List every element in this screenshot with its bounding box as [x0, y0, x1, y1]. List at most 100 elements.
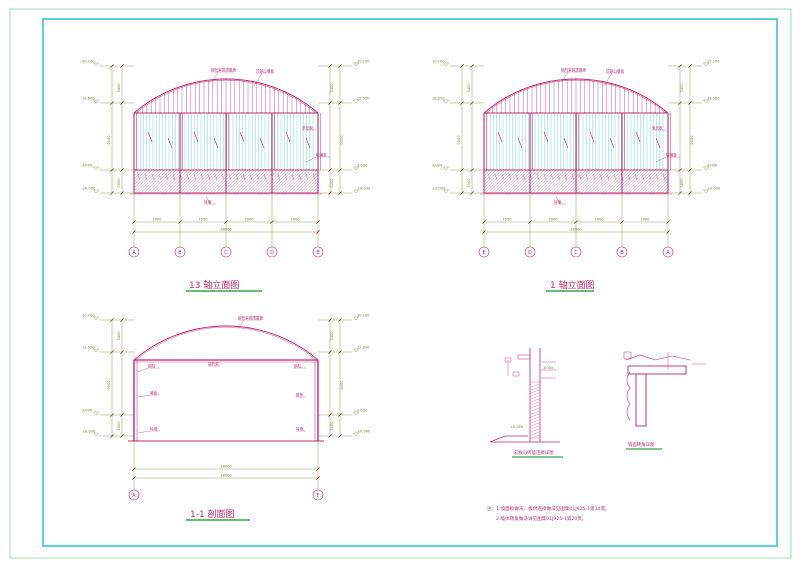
hatch-line — [200, 169, 225, 194]
leader — [655, 156, 667, 163]
dim-tick — [120, 168, 124, 172]
dim-tick — [338, 64, 342, 68]
dim-tick — [620, 220, 624, 224]
hatch-line — [532, 169, 557, 194]
hatch-dash — [312, 173, 316, 181]
hatch-line — [530, 422, 540, 427]
total-dim: 28000 — [570, 228, 582, 232]
dim-tick — [688, 101, 692, 105]
level-label: 10.100 — [82, 59, 95, 63]
hatch-dash — [599, 173, 603, 181]
leader — [561, 71, 569, 83]
hatch-dash — [165, 173, 169, 181]
dim-tick — [270, 220, 274, 224]
dim-tick — [110, 168, 114, 172]
hatch-line — [140, 169, 165, 194]
leader — [305, 156, 317, 163]
hatch-line — [529, 169, 554, 194]
hatch-line — [508, 169, 533, 194]
hatch-line — [541, 169, 566, 194]
bracing-mark — [147, 131, 153, 143]
hatch-line — [538, 169, 563, 194]
dim-tick — [470, 191, 474, 195]
level-label: 10.100 — [432, 59, 445, 63]
section-dim-total: 28000 — [220, 474, 232, 478]
dim-tick — [482, 220, 486, 224]
dim-tick — [328, 413, 332, 417]
axis-label: C — [574, 250, 578, 256]
total-dim: 28000 — [220, 228, 232, 232]
hatch-dash — [214, 173, 218, 181]
dim-3400: 3400 — [330, 83, 334, 93]
hatch-line — [625, 169, 650, 194]
dim-tick — [688, 168, 692, 172]
roof-arch — [483, 78, 669, 114]
hatch-dash — [522, 173, 526, 181]
hatch-line — [530, 386, 540, 391]
dim-tick — [338, 413, 342, 417]
corner-top-sheet — [625, 354, 691, 361]
elevation-axis-13: 10.10012.5003.000±0.00010.10012.5003.000… — [82, 59, 371, 258]
dim-9000: 9000 — [107, 380, 111, 390]
hatch-line — [607, 169, 632, 194]
hatch-dash — [200, 173, 204, 181]
level-label: 12.500 — [707, 96, 720, 100]
dim-9000: 9000 — [107, 135, 111, 145]
hatch-dash — [487, 173, 491, 181]
dim-tick — [688, 64, 692, 68]
dim-tick — [120, 318, 124, 322]
hatch-line — [530, 398, 540, 403]
section-roof-arch-inner — [135, 326, 317, 361]
section-label-mid-r: 檩条 — [296, 392, 304, 397]
hatch-line — [293, 169, 318, 194]
hatch-line — [577, 169, 602, 194]
axis-label: D — [528, 250, 532, 256]
dim-tick — [328, 101, 332, 105]
hatch-line — [242, 169, 267, 194]
label-glass: 玻璃窗 — [666, 152, 677, 157]
level-label: ±0.000 — [357, 429, 371, 433]
dim-3400: 3400 — [467, 83, 471, 93]
bay-dim: 7000 — [640, 218, 650, 222]
detail-ground — [489, 435, 528, 443]
level-marker — [353, 166, 359, 171]
note-1: 注：1.墙面板做法、板材连接做法见图集01J925-1第14页。 — [487, 505, 610, 512]
level-marker — [93, 432, 99, 437]
hatch-line — [553, 169, 578, 194]
hatch-dash — [634, 173, 638, 181]
hatch-dash — [221, 173, 225, 181]
hatch-line — [520, 169, 545, 194]
axis-bubble — [616, 246, 628, 258]
hatch-line — [616, 169, 641, 194]
hatch-line — [530, 407, 540, 412]
hatch-line — [530, 401, 540, 406]
level-label: 3.000 — [82, 163, 93, 167]
label-gable: 顶部山墙板 — [606, 68, 624, 73]
dim-tick — [678, 191, 682, 195]
dim-tick — [338, 318, 342, 322]
level-marker — [703, 166, 709, 171]
bracing-mark — [239, 131, 245, 143]
detail-tag — [504, 357, 512, 363]
hatch-line — [523, 169, 548, 194]
bracing-mark — [635, 131, 641, 143]
level-label: 3.000 — [82, 408, 93, 412]
hatch-line — [233, 169, 258, 194]
hatch-line — [496, 169, 521, 194]
bracing-mark — [213, 137, 219, 149]
hatch-dash — [571, 173, 575, 181]
level-label: 12.500 — [82, 96, 95, 100]
leader — [253, 72, 263, 87]
hatch-dash — [578, 173, 582, 181]
section-label-col-l: 钢柱 — [148, 363, 156, 368]
dim-tick — [110, 64, 114, 68]
dim-tick — [666, 220, 670, 224]
hatch-line — [308, 183, 319, 194]
hatch-line — [619, 169, 644, 194]
hatch-line — [191, 169, 216, 194]
hatch-line — [281, 169, 306, 194]
level-marker — [353, 62, 359, 67]
dim-tick — [460, 101, 464, 105]
hatch-dash — [662, 173, 666, 181]
hatch-line — [137, 169, 162, 194]
